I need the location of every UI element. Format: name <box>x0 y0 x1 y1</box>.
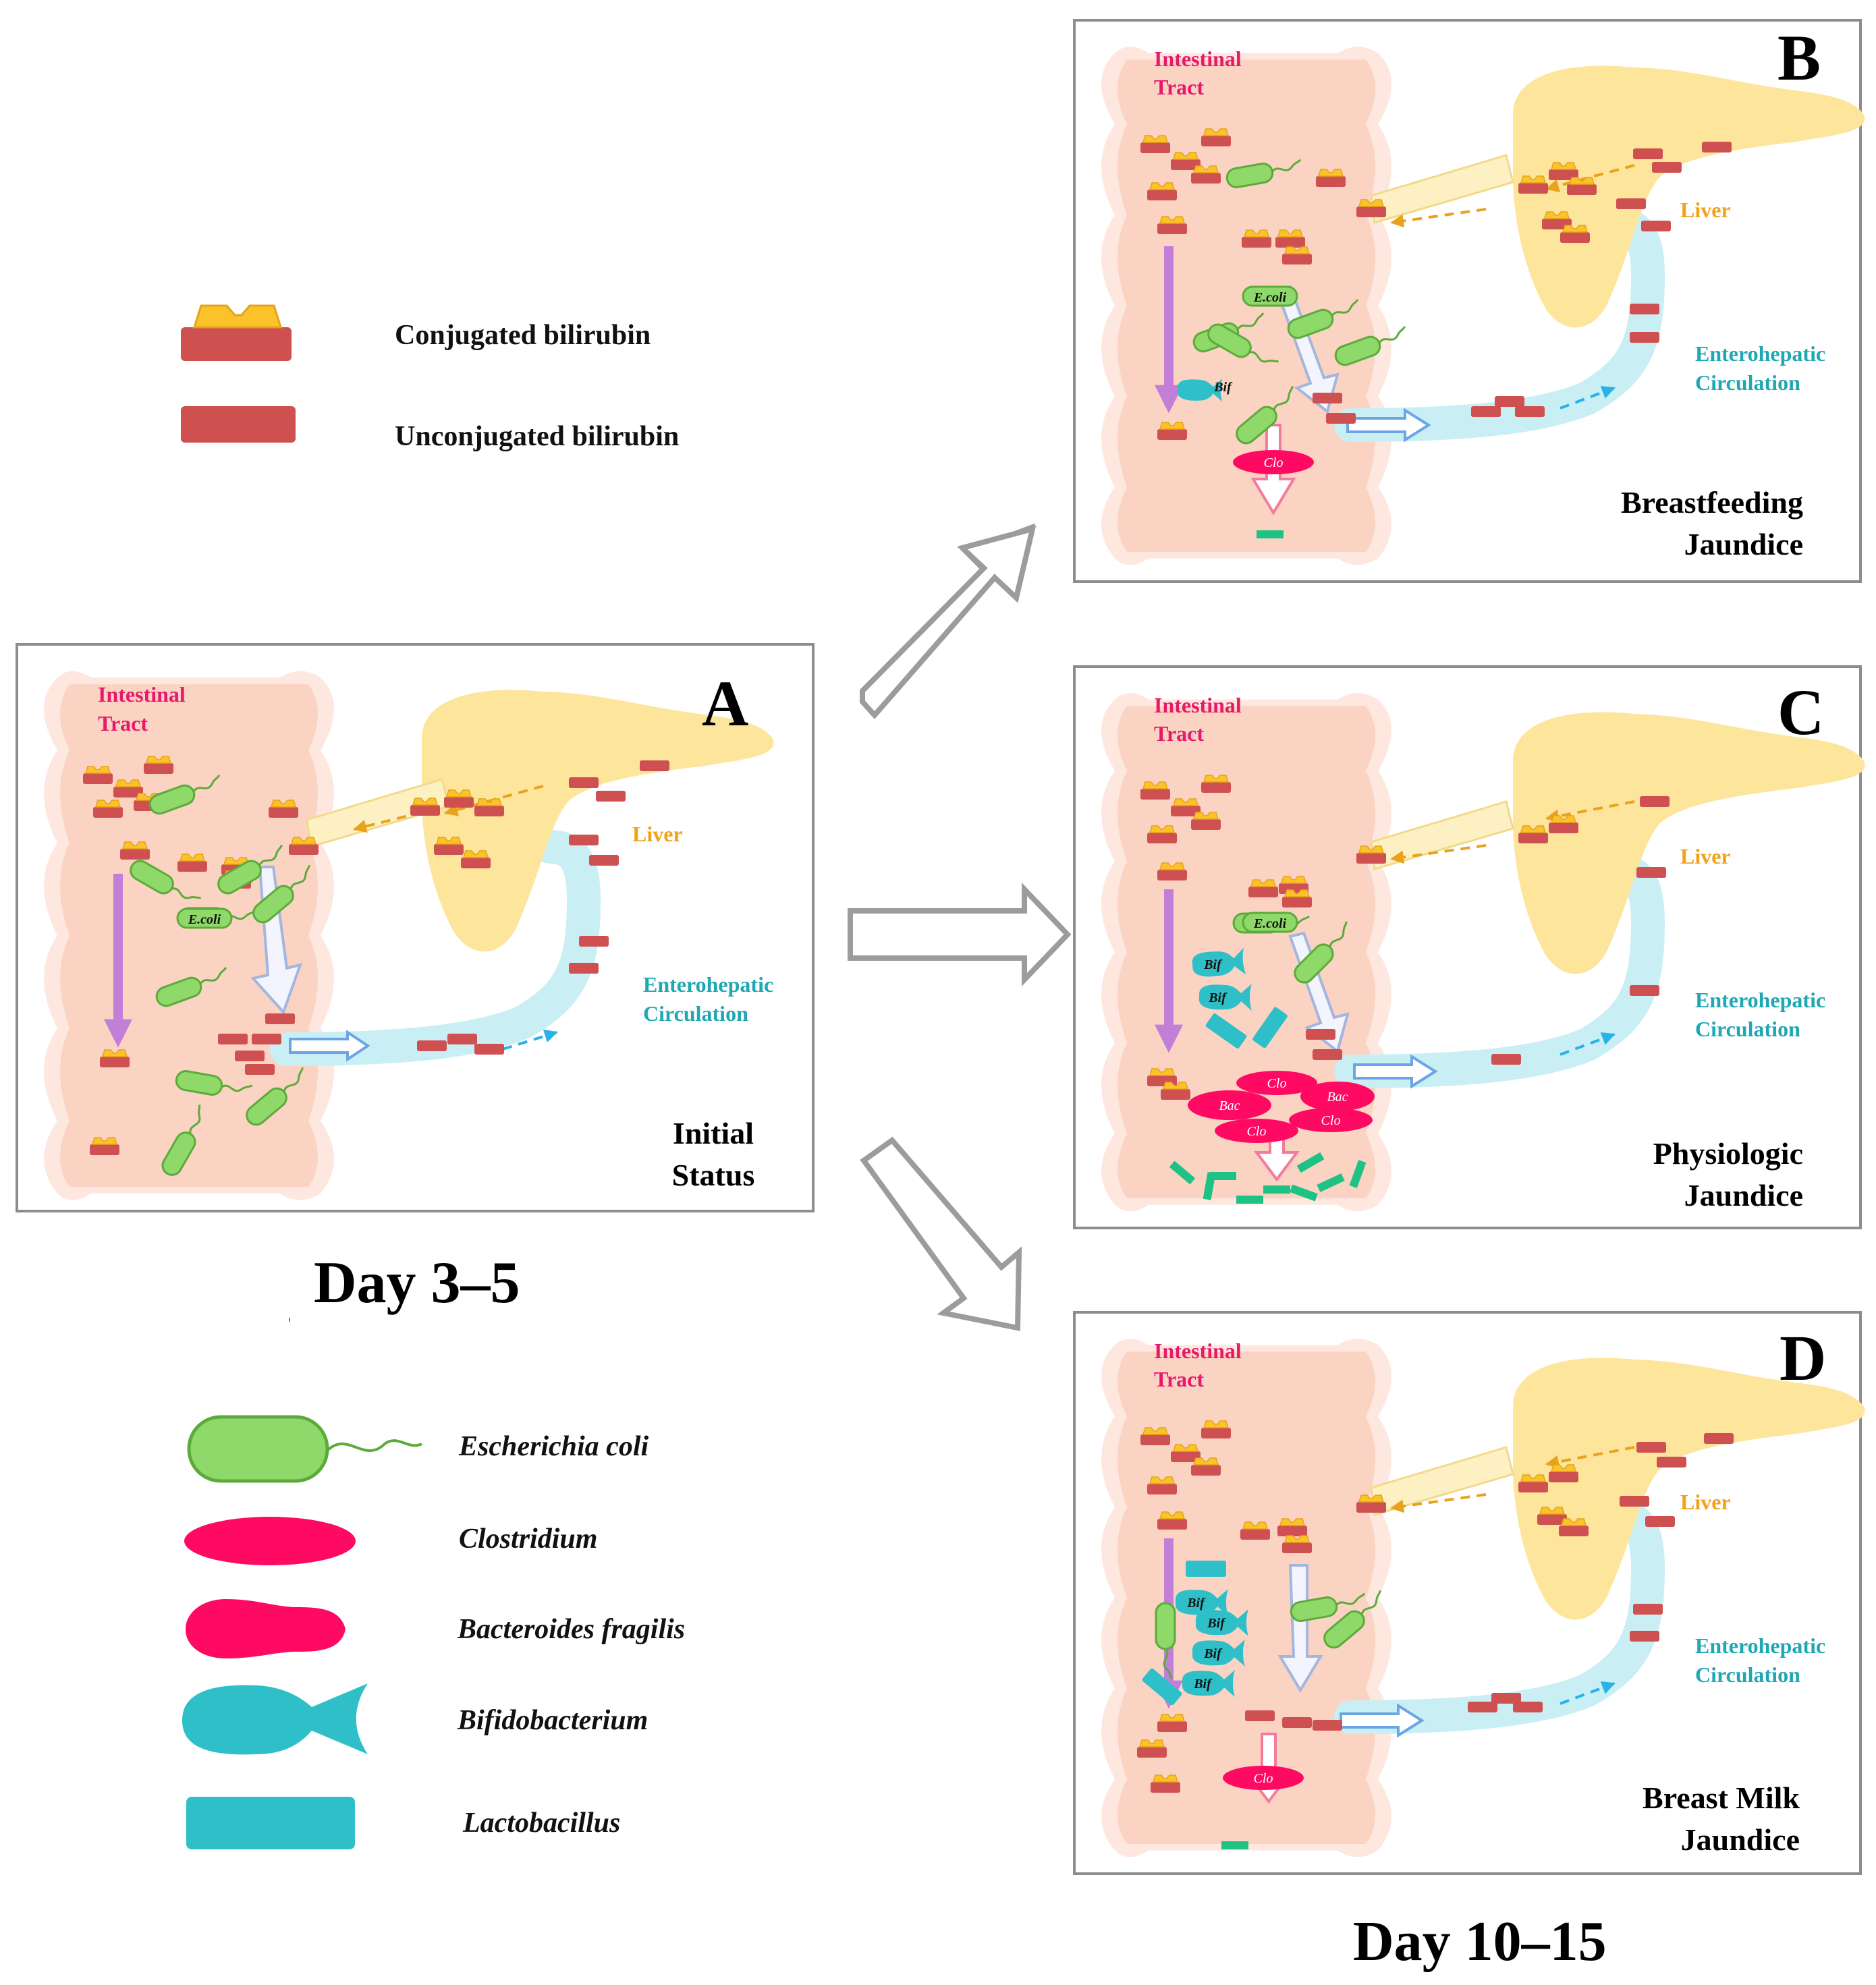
bif-tag-3: Bif <box>1203 1646 1223 1661</box>
enterohepatic-label: Enterohepatic <box>1695 341 1825 366</box>
enterohepatic-label-2: Circulation <box>643 1001 748 1026</box>
block-arrow-icon-to-d <box>860 1136 1022 1331</box>
panel-caption-b-2: Jaundice <box>1684 527 1803 561</box>
day-label-late: Day 10–15 <box>1353 1910 1607 1973</box>
ecoli-tag: E.coli <box>1253 916 1287 931</box>
conjugated-bilirubin-icon <box>181 304 292 361</box>
transition-arrows <box>848 523 1072 1331</box>
enterohepatic-label-2: Circulation <box>1695 1662 1800 1687</box>
legend-bacteria: Escherichia coli Clostridium Bacteroides… <box>182 1415 685 1849</box>
bif-tag: Bif <box>1186 1596 1206 1611</box>
clo-tag-3: Clo <box>1247 1124 1267 1139</box>
panel-caption-d-1: Breast Milk <box>1643 1781 1800 1815</box>
enterohepatic-label-2: Circulation <box>1695 370 1800 395</box>
bifidobacterium-legend-label: Bifidobacterium <box>457 1705 648 1736</box>
panel-c: Intestinal Tract Liver Enterohepatic Cir… <box>1073 665 1865 1229</box>
clo-tag-2: Clo <box>1321 1113 1341 1128</box>
lactobacillus-legend-label: Lactobacillus <box>462 1808 620 1839</box>
stray-mark <box>289 1318 290 1322</box>
intestinal-tract-label: Intestinal <box>1154 1339 1242 1363</box>
panel-caption-a-1: Initial <box>673 1116 754 1150</box>
clostridium-legend-icon <box>184 1517 356 1565</box>
intestinal-tract-label-2: Tract <box>98 711 148 735</box>
ecoli-tag: E.coli <box>188 912 221 927</box>
panel-b: Intestinal Tract Liver Enterohepatic Cir… <box>1073 19 1865 583</box>
bif-tag-2: Bif <box>1207 1616 1226 1631</box>
bacteroides-legend-icon <box>186 1599 346 1658</box>
liver-label: Liver <box>1680 198 1731 222</box>
panel-letter-c: C <box>1777 676 1824 748</box>
enterohepatic-label-2: Circulation <box>1695 1017 1800 1041</box>
day-label-early: Day 3–5 <box>314 1250 520 1316</box>
clostridium-legend-label: Clostridium <box>459 1523 597 1555</box>
ecoli-legend-label: Escherichia coli <box>458 1431 649 1462</box>
enterohepatic-label: Enterohepatic <box>1695 1633 1825 1658</box>
clo-tag: Clo <box>1254 1771 1273 1786</box>
panel-d: Intestinal Tract Liver Enterohepatic Cir… <box>1073 1311 1865 1875</box>
ecoli-tag: E.coli <box>1253 290 1287 305</box>
bac-tag-2: Bac <box>1327 1090 1348 1105</box>
panel-caption-d-2: Jaundice <box>1681 1822 1800 1857</box>
enterohepatic-label: Enterohepatic <box>1695 988 1825 1012</box>
bac-tag: Bac <box>1219 1098 1240 1113</box>
bif-tag-2: Bif <box>1208 990 1227 1005</box>
unconjugated-bilirubin-icon <box>181 406 296 443</box>
bif-tag-4: Bif <box>1193 1677 1213 1692</box>
intestinal-tract-label-2: Tract <box>1154 721 1204 746</box>
panel-letter-a: A <box>702 667 748 739</box>
liver-label: Liver <box>632 822 683 846</box>
block-arrow-icon-to-c <box>848 883 1072 986</box>
intestinal-tract-label: Intestinal <box>98 682 186 706</box>
block-arrow-icon-to-b-outline <box>860 525 1037 720</box>
intestinal-tract-label-2: Tract <box>1154 75 1204 99</box>
panel-caption-c-2: Jaundice <box>1684 1178 1803 1212</box>
intestinal-tract-label: Intestinal <box>1154 47 1242 71</box>
intestinal-tract-label-2: Tract <box>1154 1367 1204 1391</box>
panel-letter-d: D <box>1780 1322 1826 1394</box>
ecoli-legend-icon <box>187 1415 422 1483</box>
clo-tag: Clo <box>1264 455 1284 470</box>
conjugated-bilirubin-label: Conjugated bilirubin <box>395 320 651 351</box>
clo-tag: Clo <box>1267 1076 1287 1091</box>
legend-bilirubin: Conjugated bilirubin Unconjugated biliru… <box>181 304 679 452</box>
bif-tag: Bif <box>1213 380 1233 395</box>
unconjugated-bilirubin-label: Unconjugated bilirubin <box>395 421 679 452</box>
panel-letter-b: B <box>1777 22 1821 94</box>
panel-caption-a-2: Status <box>672 1158 755 1192</box>
panel-caption-b-1: Breastfeeding <box>1621 485 1803 520</box>
panel-caption-c-1: Physiologic <box>1653 1136 1803 1171</box>
intestinal-tract-label: Intestinal <box>1154 693 1242 717</box>
bifidobacterium-legend-icon <box>182 1683 368 1755</box>
bacteroides-legend-label: Bacteroides fragilis <box>457 1614 685 1645</box>
enterohepatic-label: Enterohepatic <box>643 972 773 997</box>
panel-a: Intestinal Tract Liver Enterohepatic Cir… <box>16 643 815 1212</box>
bif-tag: Bif <box>1203 957 1223 972</box>
lactobacillus-legend-icon <box>186 1797 355 1849</box>
liver-label: Liver <box>1680 844 1731 868</box>
liver-label: Liver <box>1680 1490 1731 1514</box>
